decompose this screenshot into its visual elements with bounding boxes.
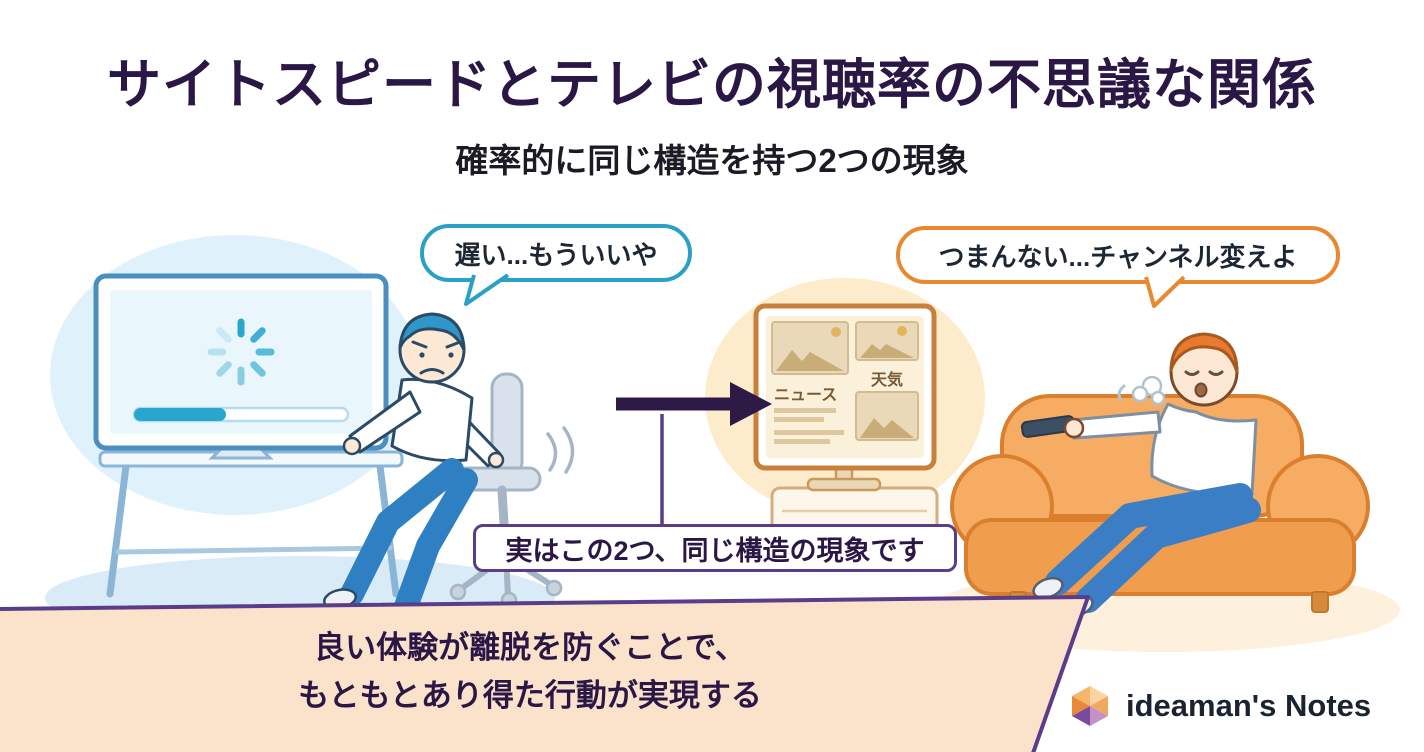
blue-hair <box>398 312 466 352</box>
banner-line-2: もともとあり得た行動が実現する <box>298 678 762 714</box>
speech-bubble-right: つまんない...チャンネル変えよ <box>896 226 1340 308</box>
arrow-head <box>730 382 772 426</box>
mountain-icon <box>776 350 844 371</box>
speech-bubble-right-text: つまんない...チャンネル変えよ <box>938 241 1298 272</box>
monitor-screen <box>110 290 372 434</box>
banner-line-1: 良い体験が離脱を防ぐことで、 <box>314 630 746 665</box>
sun-icon <box>897 326 907 336</box>
orange-hair <box>1169 332 1239 374</box>
chair-wheel <box>449 583 467 601</box>
brand-name: ideaman's Notes <box>1126 688 1372 723</box>
frown-mouth <box>419 368 445 375</box>
arrow-right-icon <box>616 382 772 426</box>
loading-spinner-icon <box>207 318 275 386</box>
hand <box>342 436 362 456</box>
puff-line <box>1117 384 1126 402</box>
gem-logo-icon <box>1072 686 1108 726</box>
puff <box>1150 390 1166 406</box>
page-subtitle: 確率的に同じ構造を持つ2つの現象 <box>455 142 969 179</box>
front-arm <box>348 390 422 454</box>
banner-text: 良い体験が離脱を防ぐことで、 もともとあり得た行動が実現する <box>150 624 910 720</box>
tv-weather-label: 天気 <box>871 370 903 389</box>
frustrated-user <box>322 312 505 628</box>
text-line <box>774 439 830 444</box>
center-note: 実はこの2つ、同じ構造の現象です <box>473 524 957 572</box>
television: 天気 ニュース <box>753 303 939 547</box>
hand <box>1063 417 1085 439</box>
leg <box>1075 497 1261 613</box>
text-line <box>774 430 844 435</box>
open-mouth <box>1194 382 1208 398</box>
eye <box>448 352 454 358</box>
spinner-dash <box>216 327 232 343</box>
spinner-dash <box>250 327 266 343</box>
banner-shape <box>0 597 1088 752</box>
text-line <box>774 408 836 413</box>
computer-monitor <box>93 273 389 460</box>
angry-eyebrows <box>411 340 462 349</box>
brand-footer: ideaman's Notes <box>1066 682 1371 730</box>
leg <box>392 468 478 624</box>
desk-leg <box>106 462 130 598</box>
spinner-dash <box>250 361 266 377</box>
bored-viewer <box>1020 332 1261 618</box>
tv-news-label: ニュース <box>774 387 837 404</box>
hand <box>487 451 505 469</box>
mountain-icon <box>860 418 914 438</box>
speech-bubble-left-text: 遅い...もういいや <box>454 239 658 270</box>
closed-eyes <box>1184 370 1224 376</box>
center-note-text: 実はこの2つ、同じ構造の現象です <box>505 535 925 566</box>
speech-tail-icon <box>464 274 510 306</box>
motion-line <box>562 426 575 474</box>
banner-border <box>0 595 1090 752</box>
puff <box>1131 385 1149 403</box>
speech-bubble-left: 遅い...もういいや <box>420 224 692 306</box>
chair-wheel <box>545 579 563 597</box>
leg <box>340 458 464 606</box>
mountain-icon <box>860 344 914 358</box>
tv-base <box>806 477 882 492</box>
leg <box>1045 483 1253 595</box>
progress-bar-fill <box>134 408 226 421</box>
sofa-leg <box>1311 591 1329 613</box>
page-title: サイトスピードとテレビの視聴率の不思議な関係 <box>107 55 1317 115</box>
sigh-puff-icon <box>1117 375 1166 406</box>
motion-line <box>546 432 558 472</box>
desk-crossbar <box>115 545 393 555</box>
sun-icon <box>831 327 841 337</box>
eye <box>419 352 425 358</box>
speech-tail-icon <box>1144 276 1186 308</box>
spinner-dash <box>216 361 232 377</box>
text-line <box>774 417 824 422</box>
